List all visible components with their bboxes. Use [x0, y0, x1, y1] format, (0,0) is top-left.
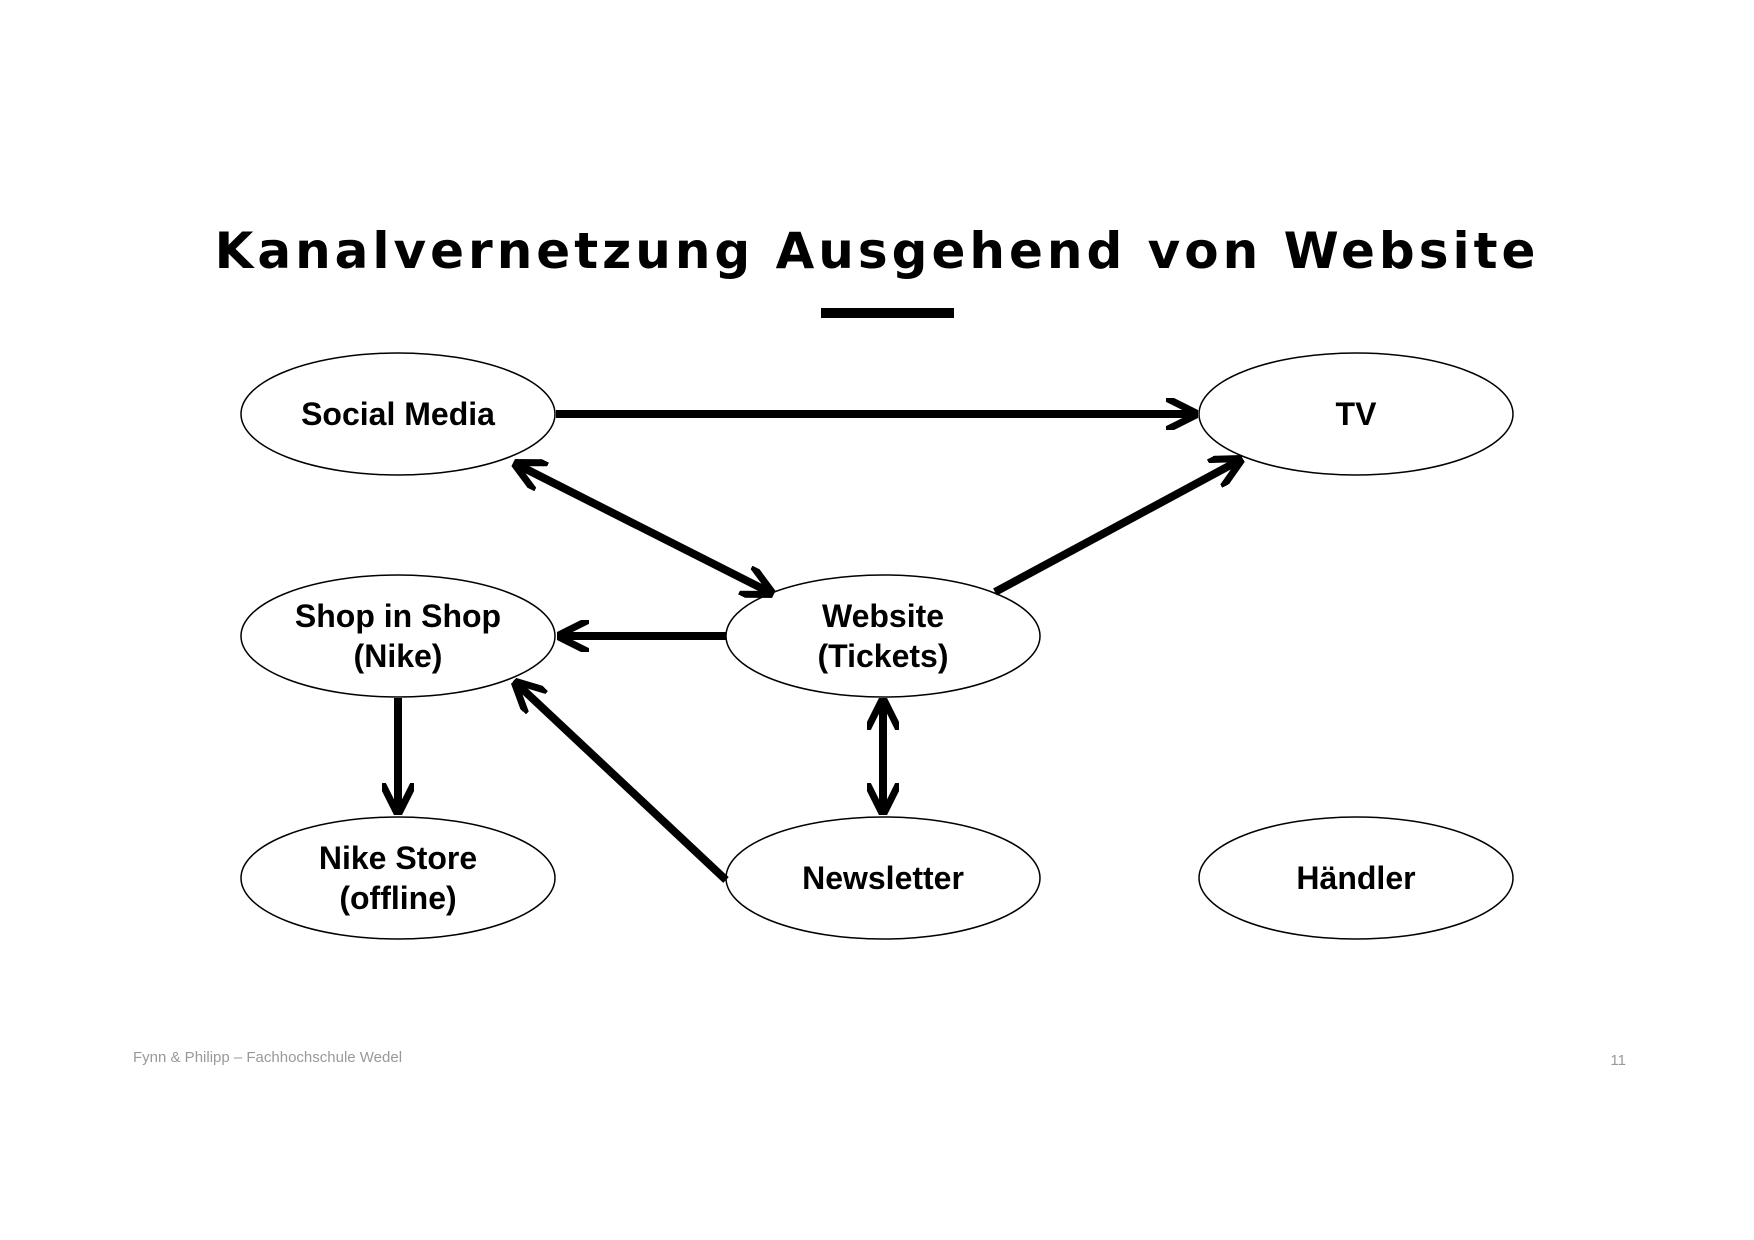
node-shop-in-shop-text-line2: (Nike) [353, 638, 443, 674]
edge-newsletter-to-shop-in-shop [516, 683, 729, 883]
node-tv-text: TV [1335, 396, 1377, 432]
node-website-text-line1: Website [821, 598, 945, 634]
node-social-media-shape [240, 352, 556, 476]
node-website-text-line2: (Tickets) [817, 638, 949, 674]
node-tv-label: TV [1199, 384, 1513, 444]
edge-website-to-tv [993, 460, 1240, 596]
node-newsletter-label: Newsletter [726, 848, 1040, 908]
node-nike-store-text-line2: (offline) [339, 880, 457, 916]
edge-social-media-website-bidirectional [516, 464, 771, 593]
node-website-label: Website (Tickets) [726, 596, 1040, 676]
node-social-media-label: Social Media [241, 384, 555, 444]
node-shop-in-shop-text-line1: Shop in Shop [294, 598, 502, 634]
node-newsletter-text: Newsletter [802, 860, 964, 896]
node-nike-store-text-line1: Nike Store [318, 840, 478, 876]
node-shop-in-shop-label: Shop in Shop (Nike) [241, 596, 555, 676]
node-social-media-text: Social Media [301, 396, 495, 432]
page-title: Kanalvernetzung Ausgehend von Website [214, 222, 1540, 280]
node-shop-in-shop-shape [240, 574, 556, 698]
footer-authors: Fynn & Philipp – Fachhochschule Wedel [133, 1049, 403, 1066]
title-underline [821, 308, 954, 318]
footer-page-number: 11 [1610, 1052, 1626, 1069]
node-tv-shape [1198, 352, 1514, 476]
node-haendler-label: Händler [1199, 848, 1513, 908]
node-haendler-text: Händler [1296, 860, 1416, 896]
node-nike-store-label: Nike Store (offline) [241, 838, 555, 918]
node-nike-store-shape [240, 816, 556, 940]
node-haendler-shape [1198, 816, 1514, 940]
